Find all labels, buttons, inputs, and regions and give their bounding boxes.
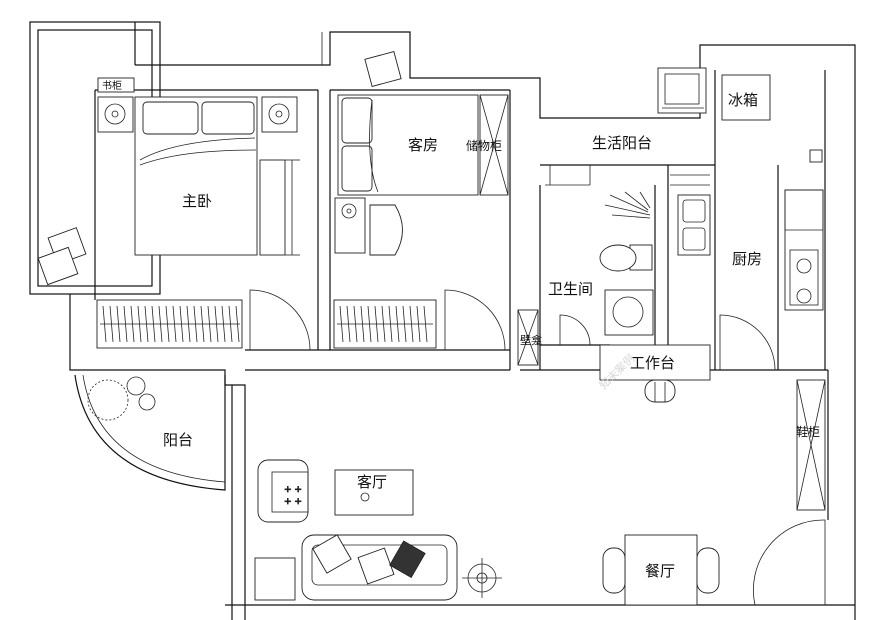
side-cabinet	[97, 77, 135, 93]
hanger-mark	[200, 305, 205, 343]
hanger-mark	[423, 305, 428, 343]
shower-icon	[604, 191, 651, 219]
label-fridge: 冰箱	[728, 91, 758, 109]
label-guest-room: 客房	[408, 136, 438, 154]
guest-chair-round	[369, 204, 403, 256]
hanger-mark	[214, 305, 219, 343]
hanger-mark	[388, 305, 393, 343]
wardrobe-guest	[333, 299, 437, 349]
hanger-mark	[130, 305, 135, 343]
armchair	[257, 459, 309, 523]
hanger-mark	[186, 305, 191, 343]
desk	[259, 159, 286, 256]
hanger-mark	[416, 305, 421, 343]
hanger-mark	[123, 305, 128, 343]
svg-text:+ +: + +	[284, 485, 302, 495]
svg-text:+ +: + +	[284, 497, 302, 507]
balcony-chairs	[37, 227, 87, 286]
label-master-bedroom: 主卧	[182, 192, 212, 210]
hanger-mark	[346, 305, 351, 343]
hanger-mark	[374, 305, 379, 343]
doors	[249, 289, 826, 606]
dining-table	[602, 534, 720, 606]
wardrobe-master	[96, 299, 243, 349]
label-side-cabinet: 书柜	[102, 79, 122, 92]
label-living-balcony: 生活阳台	[592, 134, 652, 152]
hanger-mark	[109, 305, 114, 343]
hanger-mark	[409, 305, 414, 343]
bathroom-sink	[604, 289, 654, 336]
floor-lamp-icon	[462, 558, 502, 598]
label-storage-cabinet: 储物柜	[466, 138, 502, 153]
laundry-appliance	[657, 67, 707, 114]
label-shoe-cabinet: 鞋柜	[796, 424, 820, 439]
hanger-mark	[144, 305, 149, 343]
label-living-room: 客厅	[357, 473, 387, 491]
nightstand-left	[97, 96, 134, 133]
hanger-mark	[179, 305, 184, 343]
balcony-outline	[74, 374, 226, 491]
label-work-counter: 工作台	[630, 354, 675, 372]
bar-stool	[644, 379, 676, 403]
hanger-mark	[172, 305, 177, 343]
label-kitchen: 厨房	[732, 250, 762, 268]
hanger-mark	[235, 305, 240, 343]
guest-chair	[364, 51, 402, 87]
nightstand-right	[261, 96, 298, 133]
fridge	[721, 74, 771, 121]
side-table	[254, 557, 296, 601]
sofa	[301, 534, 458, 601]
hanger-mark	[395, 305, 400, 343]
label-dining-room: 餐厅	[645, 562, 675, 580]
storage-cabinet	[479, 94, 509, 196]
toilet-icon	[599, 244, 653, 272]
label-balcony: 阳台	[163, 431, 193, 449]
bathroom-cabinet	[517, 309, 539, 366]
plant-icon	[87, 376, 156, 421]
hanger-mark	[360, 305, 365, 343]
hanger-mark	[221, 305, 226, 343]
hanger-mark	[165, 305, 170, 343]
label-bathroom-cabinet: 壁龛	[520, 333, 542, 347]
coffee-table	[334, 469, 414, 516]
kitchen-sink	[677, 194, 711, 256]
hanger-mark	[151, 305, 156, 343]
shoe-cabinet	[796, 379, 826, 511]
dresser	[285, 159, 300, 256]
hanger-mark	[381, 305, 386, 343]
outlet-icon	[809, 149, 823, 163]
hanger-mark	[193, 305, 198, 343]
hanger-mark	[207, 305, 212, 343]
guest-nightstand	[334, 197, 366, 254]
stove-icon	[784, 189, 824, 311]
hanger-mark	[367, 305, 372, 343]
hanger-mark	[137, 305, 142, 343]
walls	[29, 21, 856, 620]
master-bed	[134, 96, 258, 256]
work-counter	[599, 344, 711, 381]
hanger-mark	[102, 305, 107, 343]
hanger-mark	[116, 305, 121, 343]
hanger-mark	[158, 305, 163, 343]
hanger-mark	[402, 305, 407, 343]
label-bathroom: 卫生间	[548, 280, 593, 298]
hanger-mark	[353, 305, 358, 343]
hanger-mark	[228, 305, 233, 343]
guest-bed	[337, 94, 479, 196]
hanger-mark	[339, 305, 344, 343]
